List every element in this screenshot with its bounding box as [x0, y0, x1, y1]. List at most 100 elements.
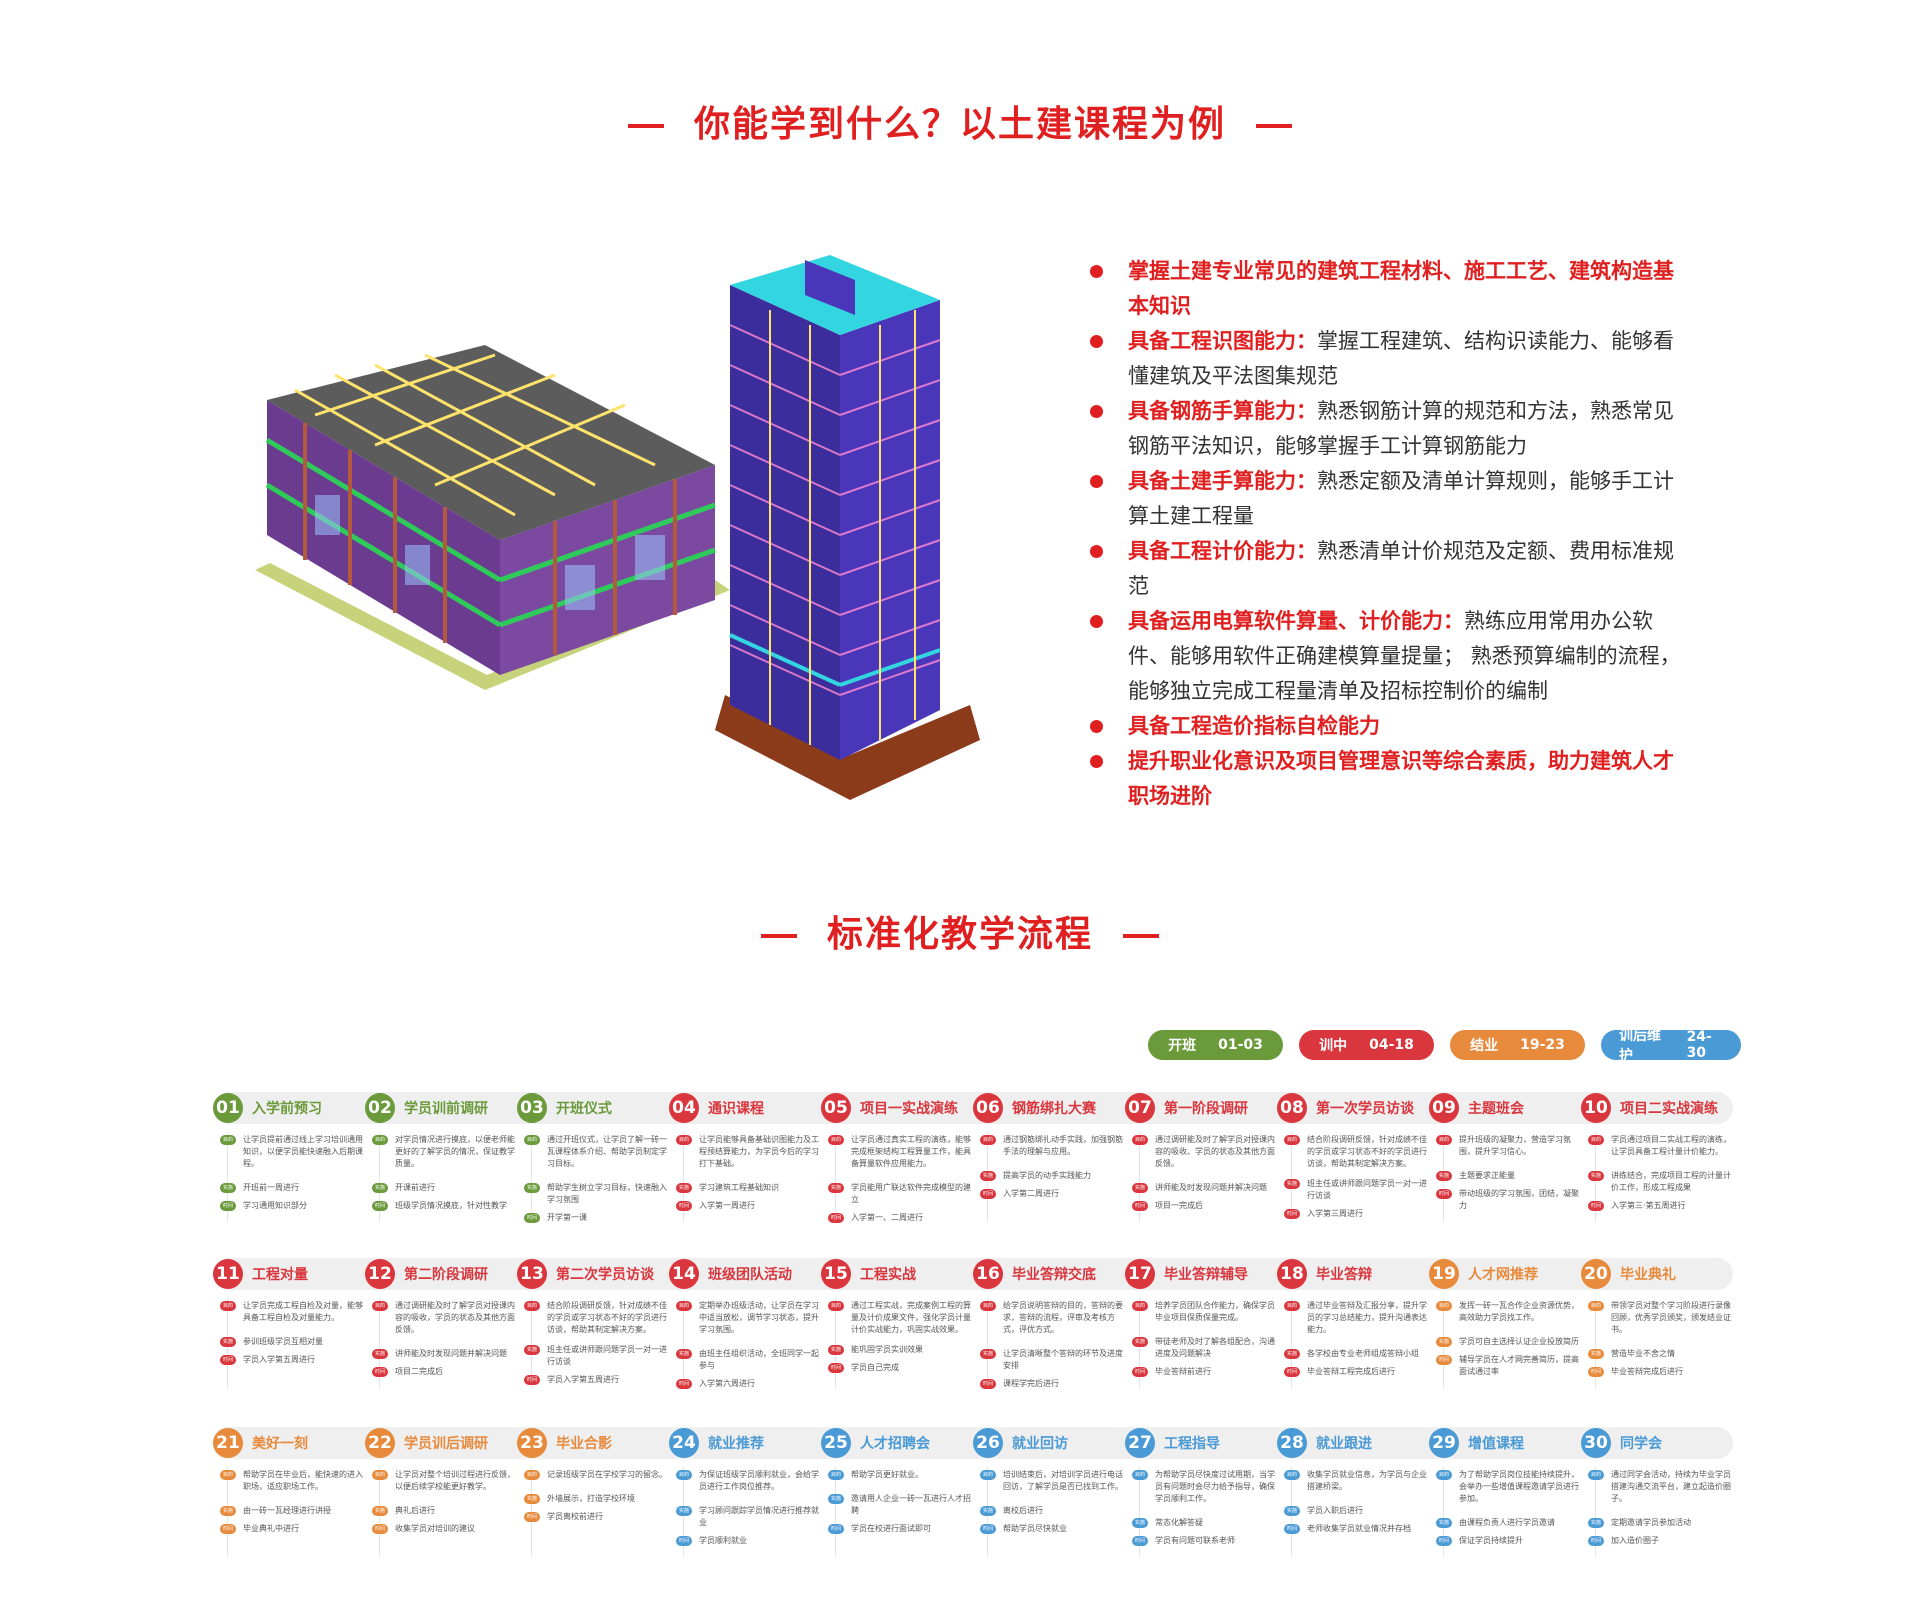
- step-item-text: 定期举办班级活动，让学员在学习中适当放松，调节学习状态，提升学习氛围。: [699, 1301, 819, 1334]
- step-number-badge: 04: [669, 1093, 699, 1123]
- step-item: 时间带动班级的学习氛围，团结，凝聚力: [1429, 1188, 1579, 1212]
- step-title: 项目二实战演练: [1620, 1101, 1718, 1117]
- step-item-text: 由一砖一瓦经理进行讲授: [243, 1506, 331, 1515]
- skill-head: 具备钢筋手算能力：: [1128, 399, 1317, 423]
- step-title: 班级团队活动: [708, 1267, 792, 1283]
- step-tag-badge: 时间: [980, 1189, 996, 1199]
- step-number-badge: 28: [1277, 1428, 1307, 1458]
- step-tag-badge: 目的: [1588, 1301, 1604, 1311]
- step-item-text: 离校后进行: [1003, 1506, 1043, 1515]
- step-item-text: 提高学员的动手实践能力: [1003, 1171, 1091, 1180]
- step-tag-badge: 实施: [524, 1183, 540, 1193]
- step-item: 时间学习通用知识部分: [213, 1200, 363, 1212]
- step-tag-badge: 实施: [1132, 1337, 1148, 1347]
- step-item: 实施各学校由专业老师组成答辩小组: [1277, 1348, 1427, 1360]
- timeline-line: [835, 1132, 836, 1222]
- step-tag-badge: 目的: [828, 1470, 844, 1480]
- legend-name: 训中: [1319, 1038, 1348, 1054]
- step-tag-badge: 目的: [524, 1301, 540, 1311]
- step-tag-badge: 时间: [372, 1524, 388, 1534]
- step-number-badge: 05: [821, 1093, 851, 1123]
- bullet-dot-icon: [1090, 405, 1103, 418]
- step-item: 目的为保证班级学员顺利就业，会给学员进行工作岗位推荐。: [669, 1469, 819, 1493]
- step-tag-badge: 实施: [1436, 1518, 1452, 1528]
- step-tag-badge: 实施: [372, 1183, 388, 1193]
- step-tag-badge: 目的: [1588, 1135, 1604, 1145]
- step-title: 增值课程: [1468, 1436, 1524, 1452]
- timeline-line: [379, 1132, 380, 1222]
- step-number-badge: 10: [1581, 1093, 1611, 1123]
- step-item: 时间入学第一、二周进行: [821, 1212, 971, 1224]
- step-item-text: 通过毕业答辩及汇报分享，提升学员的学习总结能力，提升沟通表达能力。: [1307, 1301, 1427, 1334]
- step-title: 毕业答辩辅导: [1164, 1267, 1248, 1283]
- step-item-text: 结合阶段调研反馈，针对成绩不佳的学员或学习状态不好的学员进行访谈，帮助其制定解决…: [547, 1301, 667, 1334]
- legend-name: 训后维护: [1619, 1028, 1661, 1064]
- step-tag-badge: 目的: [372, 1470, 388, 1480]
- step-item: 时间项目一完成后: [1125, 1200, 1275, 1212]
- section-title-text: 标准化教学流程: [826, 914, 1093, 955]
- step-number-badge: 13: [517, 1259, 547, 1289]
- timeline-line: [531, 1298, 532, 1388]
- step-tag-badge: 实施: [1132, 1518, 1148, 1528]
- step-item-text: 记录班级学员在学校学习的留念。: [547, 1470, 667, 1479]
- step-item-text: 让学员能够具备基础识图能力及工程预结算能力，为学员今后的学习打下基础。: [699, 1135, 819, 1168]
- step-tag-badge: 目的: [1132, 1301, 1148, 1311]
- step-item: 实施营造毕业不舍之情: [1581, 1348, 1731, 1360]
- step-item: 实施讲师能及时发现问题并解决问题: [365, 1348, 515, 1360]
- step-tag-badge: 时间: [1284, 1209, 1300, 1219]
- step-item: 目的带领学员对整个学习阶段进行录像回顾，优秀学员颁奖，颁发结业证书。: [1581, 1300, 1731, 1336]
- step-number-badge: 12: [365, 1259, 395, 1289]
- step-tag-badge: 目的: [372, 1135, 388, 1145]
- step-item: 实施常态化解答疑: [1125, 1517, 1275, 1529]
- step-item: 时间老师收集学员就业情况并存档: [1277, 1523, 1427, 1535]
- step-tag-badge: 实施: [1284, 1349, 1300, 1359]
- timeline-line: [987, 1298, 988, 1388]
- step-items: 目的为保证班级学员顺利就业，会给学员进行工作岗位推荐。实施学习顾问跟踪学员情况进…: [669, 1459, 819, 1547]
- step-item-text: 入学第三周进行: [1307, 1209, 1363, 1218]
- step-item: 时间辅导学员在人才网完善简历，提高面试通过率: [1429, 1354, 1579, 1378]
- step-item-text: 主题要求正能量: [1459, 1171, 1515, 1180]
- step-item: 实施学习建筑工程基础知识: [669, 1182, 819, 1194]
- step-number-badge: 27: [1125, 1428, 1155, 1458]
- step-tag-badge: 目的: [524, 1470, 540, 1480]
- step-item: 实施班主任或讲师跟问题学员一对一进行访谈: [517, 1344, 667, 1368]
- skill-item: 具备运用电算软件算量、计价能力：熟练应用常用办公软件、能够用软件正确建模算量提量…: [1090, 604, 1690, 709]
- step-title: 毕业合影: [556, 1436, 612, 1452]
- timeline-line: [1139, 1467, 1140, 1557]
- step-item: 实施带徒老师及时了解各组配合，沟通进度及问题解决: [1125, 1336, 1275, 1360]
- step-tag-badge: 实施: [524, 1345, 540, 1355]
- skill-item: 掌握土建专业常见的建筑工程材料、施工工艺、建筑构造基本知识: [1090, 254, 1690, 324]
- step-items: 目的记录班级学员在学校学习的留念。实施外墙展示，打造学校环境时间学员离校前进行: [517, 1459, 667, 1523]
- step-tag-badge: 目的: [980, 1470, 996, 1480]
- step-item: 目的学员通过项目二实战工程的演练，让学员具备工程计量计价能力。: [1581, 1134, 1731, 1158]
- step-items: 目的带领学员对整个学习阶段进行录像回顾，优秀学员颁奖，颁发结业证书。实施营造毕业…: [1581, 1290, 1731, 1378]
- step-tag-badge: 目的: [1436, 1470, 1452, 1480]
- step-item-text: 培训结束后，对培训学员进行电话回访，了解学员是否已找到工作。: [1003, 1470, 1123, 1491]
- step-items: 目的让学员对整个培训过程进行反馈，以便后续学校能更好教学。实施典礼后进行时间收集…: [365, 1459, 515, 1535]
- step-item-text: 让学员通过真实工程的演练，能够完成框架结构工程算量工作，能具备算量软件应用能力。: [851, 1135, 971, 1168]
- skill-item: 具备工程造价指标自检能力: [1090, 709, 1690, 744]
- step-item: 实施开班前一周进行: [213, 1182, 363, 1194]
- step-number-badge: 20: [1581, 1259, 1611, 1289]
- step-item: 时间毕业答辩前进行: [1125, 1366, 1275, 1378]
- step-item-text: 培养学员团队合作能力，确保学员毕业项目保质保量完成。: [1155, 1301, 1275, 1322]
- step-item: 时间入学第三周进行: [1277, 1208, 1427, 1220]
- step-tag-badge: 时间: [220, 1355, 236, 1365]
- step-tag-badge: 实施: [980, 1506, 996, 1516]
- step-item: 时间学员入学第五周进行: [213, 1354, 363, 1366]
- step-item: 目的结合阶段调研反馈，针对成绩不佳的学员或学习状态不好的学员进行访谈，帮助其制定…: [517, 1300, 667, 1336]
- step-item: 时间开学第一课: [517, 1212, 667, 1224]
